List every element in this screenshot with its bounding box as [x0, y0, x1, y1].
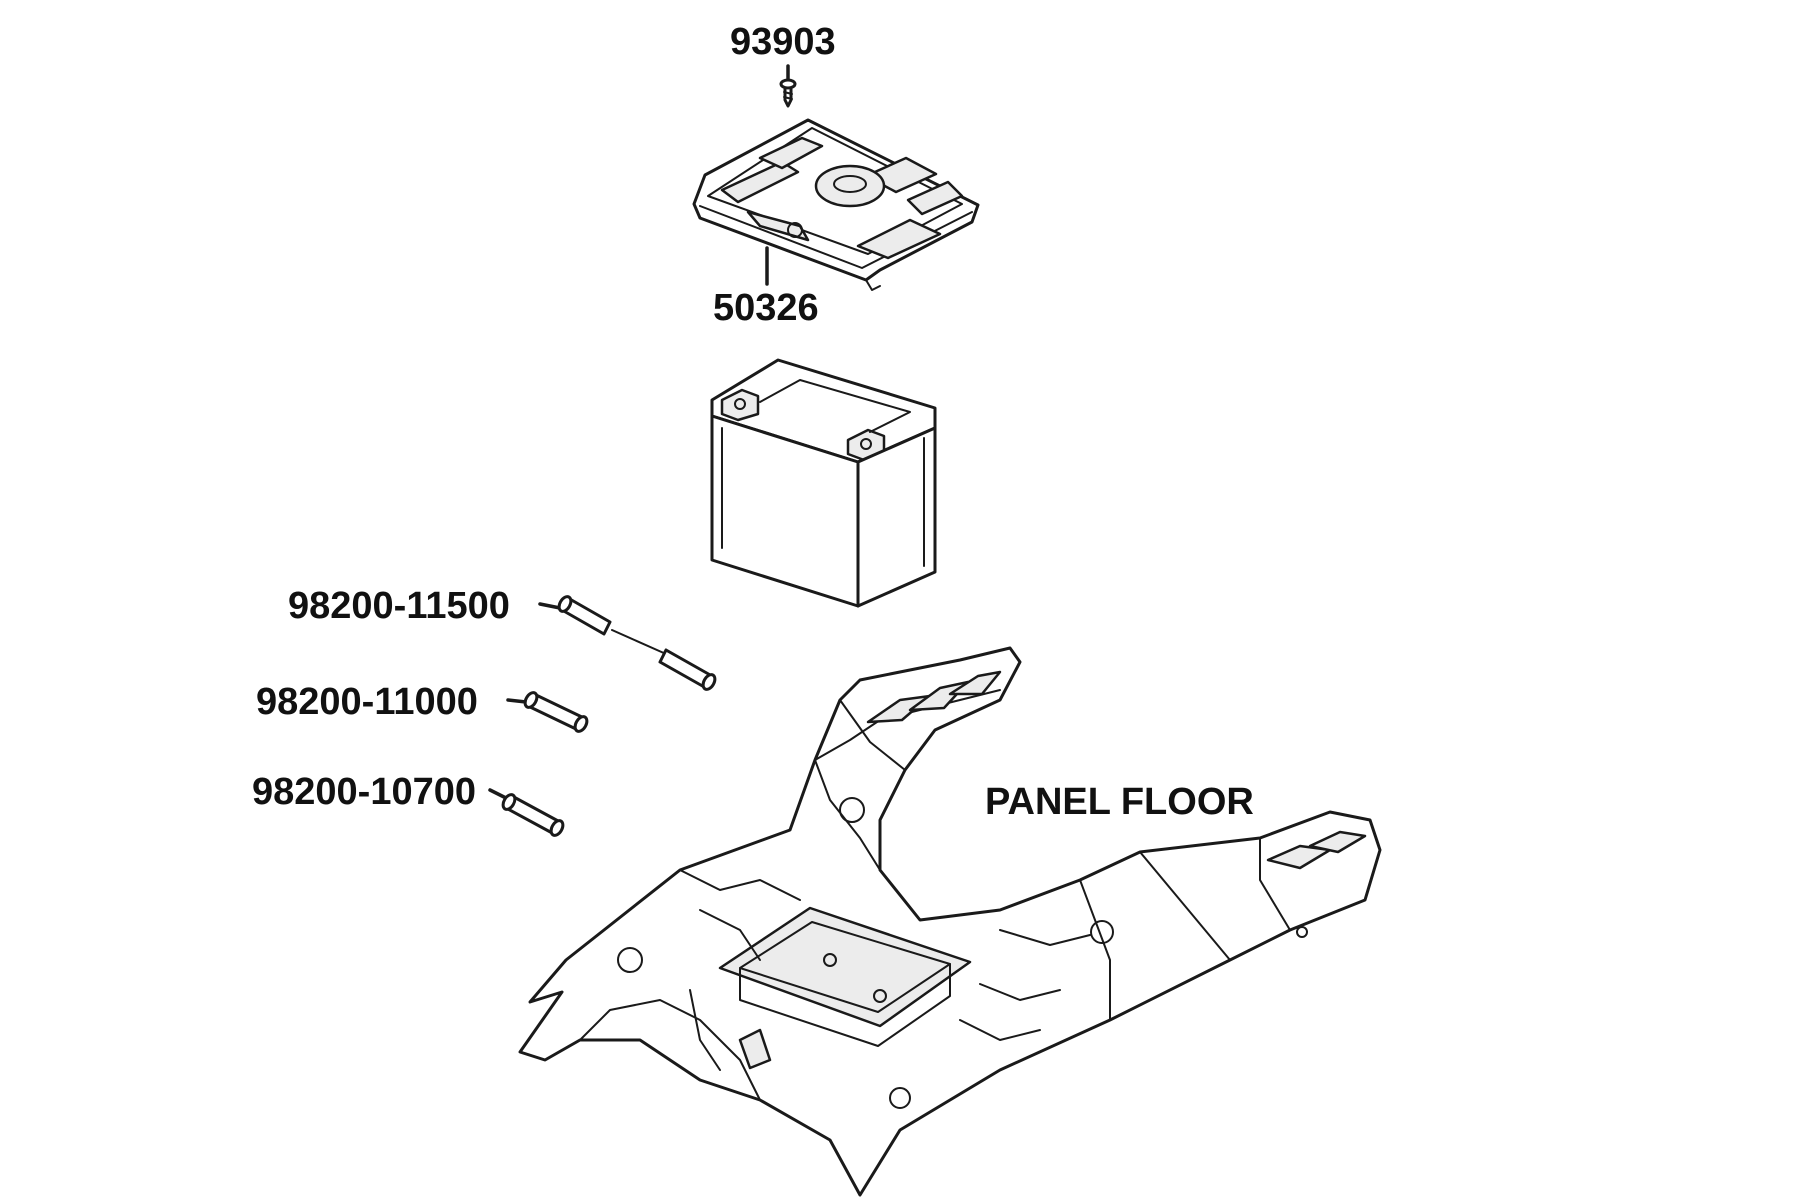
battery-part	[710, 358, 937, 608]
fuse-part-7a: 98200-10700	[252, 771, 565, 837]
part-number-98200-11000: 98200-11000	[256, 681, 478, 723]
part-number-93903: 93903	[730, 21, 836, 63]
fuse-pair-part: 98200-11500	[288, 585, 717, 691]
leader-line-fuse-10a	[506, 698, 528, 704]
screw-part: 93903	[730, 21, 836, 108]
part-number-98200-10700: 98200-10700	[252, 771, 476, 813]
part-number-98200-11500: 98200-11500	[288, 585, 510, 627]
panel-floor-part: PANEL FLOOR	[518, 646, 1382, 1197]
fuse-part-10a: 98200-11000	[256, 681, 589, 733]
leader-line-fuse-15a	[538, 602, 562, 610]
leader-line-fuse-7a	[488, 788, 508, 800]
panel-floor-label: PANEL FLOOR	[985, 781, 1254, 823]
battery-cover-part: 50326	[692, 118, 980, 329]
part-number-50326: 50326	[713, 287, 819, 329]
